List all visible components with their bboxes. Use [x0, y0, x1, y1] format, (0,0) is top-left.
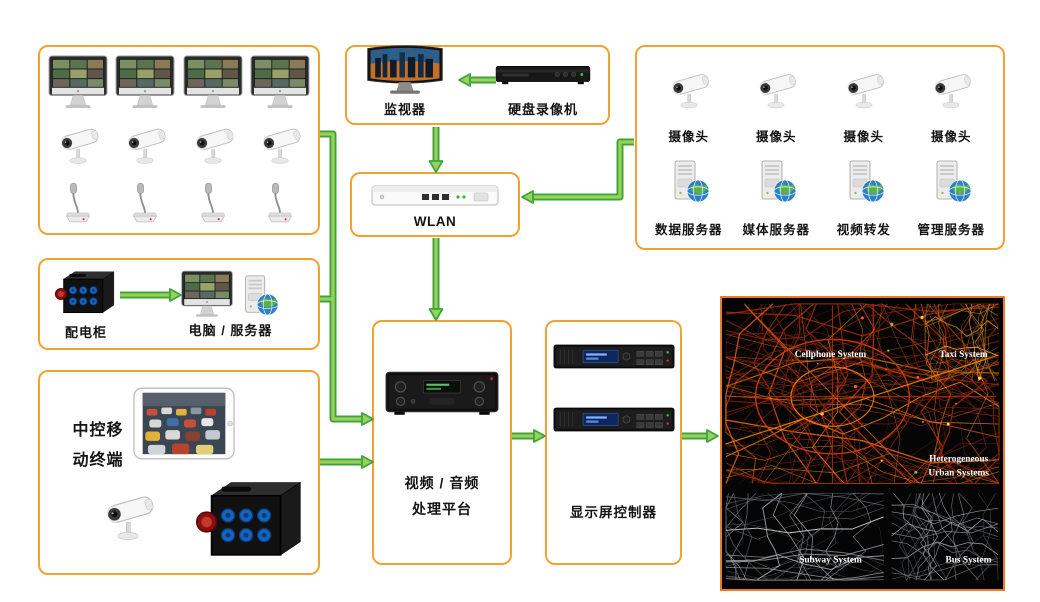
city-map-graphic: Cellphone System Taxi System Heterogeneo… — [722, 298, 1003, 589]
bullet-camera-icon — [95, 487, 161, 544]
monitor-wall-panel — [38, 45, 320, 235]
display-recorder-panel: 监视器 硬盘录像机 — [345, 45, 610, 125]
microphone-icon — [263, 179, 297, 225]
computer-server-icons — [180, 270, 281, 318]
dvr-label: 硬盘录像机 — [507, 102, 578, 117]
map-label-cellphone: Cellphone System — [795, 350, 867, 360]
server-globe-icon — [666, 159, 712, 205]
power-cabinet-icon — [54, 268, 118, 320]
microphone-row — [44, 179, 314, 225]
server-label: 媒体服务器 — [742, 223, 810, 237]
bullet-camera-icon — [118, 121, 172, 167]
av-processor-icon — [384, 364, 500, 420]
imac-monitor-icon — [47, 55, 109, 109]
power-computer-panel: 配电柜 电脑 / 服务器 — [38, 258, 320, 350]
bullet-camera-icon — [186, 121, 240, 167]
wlan-router-icon — [369, 181, 501, 211]
server-label: 数据服务器 — [654, 223, 723, 237]
led-controller-icon — [551, 342, 677, 373]
monitor-label: 监视器 — [383, 102, 426, 117]
computer-server-label: 电脑 / 服务器 — [188, 322, 273, 338]
microphone-icon — [128, 179, 162, 225]
mobile-terminal-panel: 中控移 动终端 — [38, 370, 320, 575]
power-cabinet-figure: 配电柜 — [54, 268, 118, 341]
bullet-camera-icon — [51, 121, 105, 167]
av-processor-label: 视频 / 音频 处理平台 — [404, 475, 480, 518]
wlan-label: WLAN — [413, 213, 457, 229]
dvr-icon — [494, 63, 592, 88]
bullet-camera-icon — [664, 66, 714, 112]
bullet-camera-icon — [926, 66, 976, 112]
server-label: 管理服务器 — [917, 223, 985, 237]
av-processor-panel: 视频 / 音频 处理平台 — [372, 320, 512, 565]
server-globe-icon — [237, 274, 281, 318]
power-cabinet-icon — [195, 476, 307, 568]
camera-server-panel: 摄像头 摄像头 摄像头 摄像头 数据服务器 媒体服务器 视频转发 管理服务器 — [635, 45, 1005, 250]
server-globe-icon — [928, 159, 974, 205]
monitor-row — [44, 55, 314, 109]
map-label-subway: Subway System — [799, 555, 862, 565]
computer-server-figure: 电脑 / 服务器 — [180, 270, 281, 339]
microphone-icon — [61, 179, 95, 225]
map-label-taxi: Taxi System — [939, 350, 987, 360]
microphone-icon — [196, 179, 230, 225]
camera-label: 摄像头 — [668, 130, 709, 144]
camera-label: 摄像头 — [930, 130, 972, 144]
server-label: 视频转发 — [836, 223, 891, 237]
bullet-camera-icon — [253, 121, 307, 167]
map-label-bus: Bus System — [945, 555, 991, 565]
monitor-figure: 监视器 — [363, 43, 447, 118]
camera-label: 摄像头 — [843, 130, 884, 144]
display-controller-panel: 显示屏控制器 — [545, 320, 682, 565]
wlan-panel: WLAN — [350, 172, 520, 237]
mobile-terminal-label: 中控移 动终端 — [72, 422, 124, 470]
power-cabinet-label: 配电柜 — [64, 324, 107, 340]
imac-monitor-icon — [249, 55, 311, 109]
camera-row — [44, 121, 314, 167]
map-label-heterogeneous: Heterogeneous — [929, 455, 988, 465]
server-globe-icon — [841, 159, 887, 205]
dvr-figure: 硬盘录像机 — [494, 63, 592, 118]
display-controller-label: 显示屏控制器 — [570, 505, 657, 520]
bullet-camera-icon — [839, 66, 889, 112]
urban-systems-map: Cellphone System Taxi System Heterogeneo… — [720, 296, 1005, 591]
tablet-icon — [132, 386, 236, 461]
map-label-urban-systems: Urban Systems — [928, 469, 989, 479]
camera-label: 摄像头 — [755, 130, 797, 144]
imac-monitor-icon — [182, 55, 244, 109]
map-arterial-roads — [725, 305, 999, 484]
curved-monitor-icon — [363, 43, 447, 97]
server-globe-icon — [753, 159, 799, 205]
camera-server-grid: 摄像头 摄像头 摄像头 摄像头 数据服务器 媒体服务器 视频转发 管理服务器 — [645, 57, 995, 238]
led-controller-icon — [551, 405, 677, 436]
imac-monitor-icon — [114, 55, 176, 109]
bullet-camera-icon — [751, 66, 801, 112]
imac-monitor-icon — [180, 270, 234, 318]
